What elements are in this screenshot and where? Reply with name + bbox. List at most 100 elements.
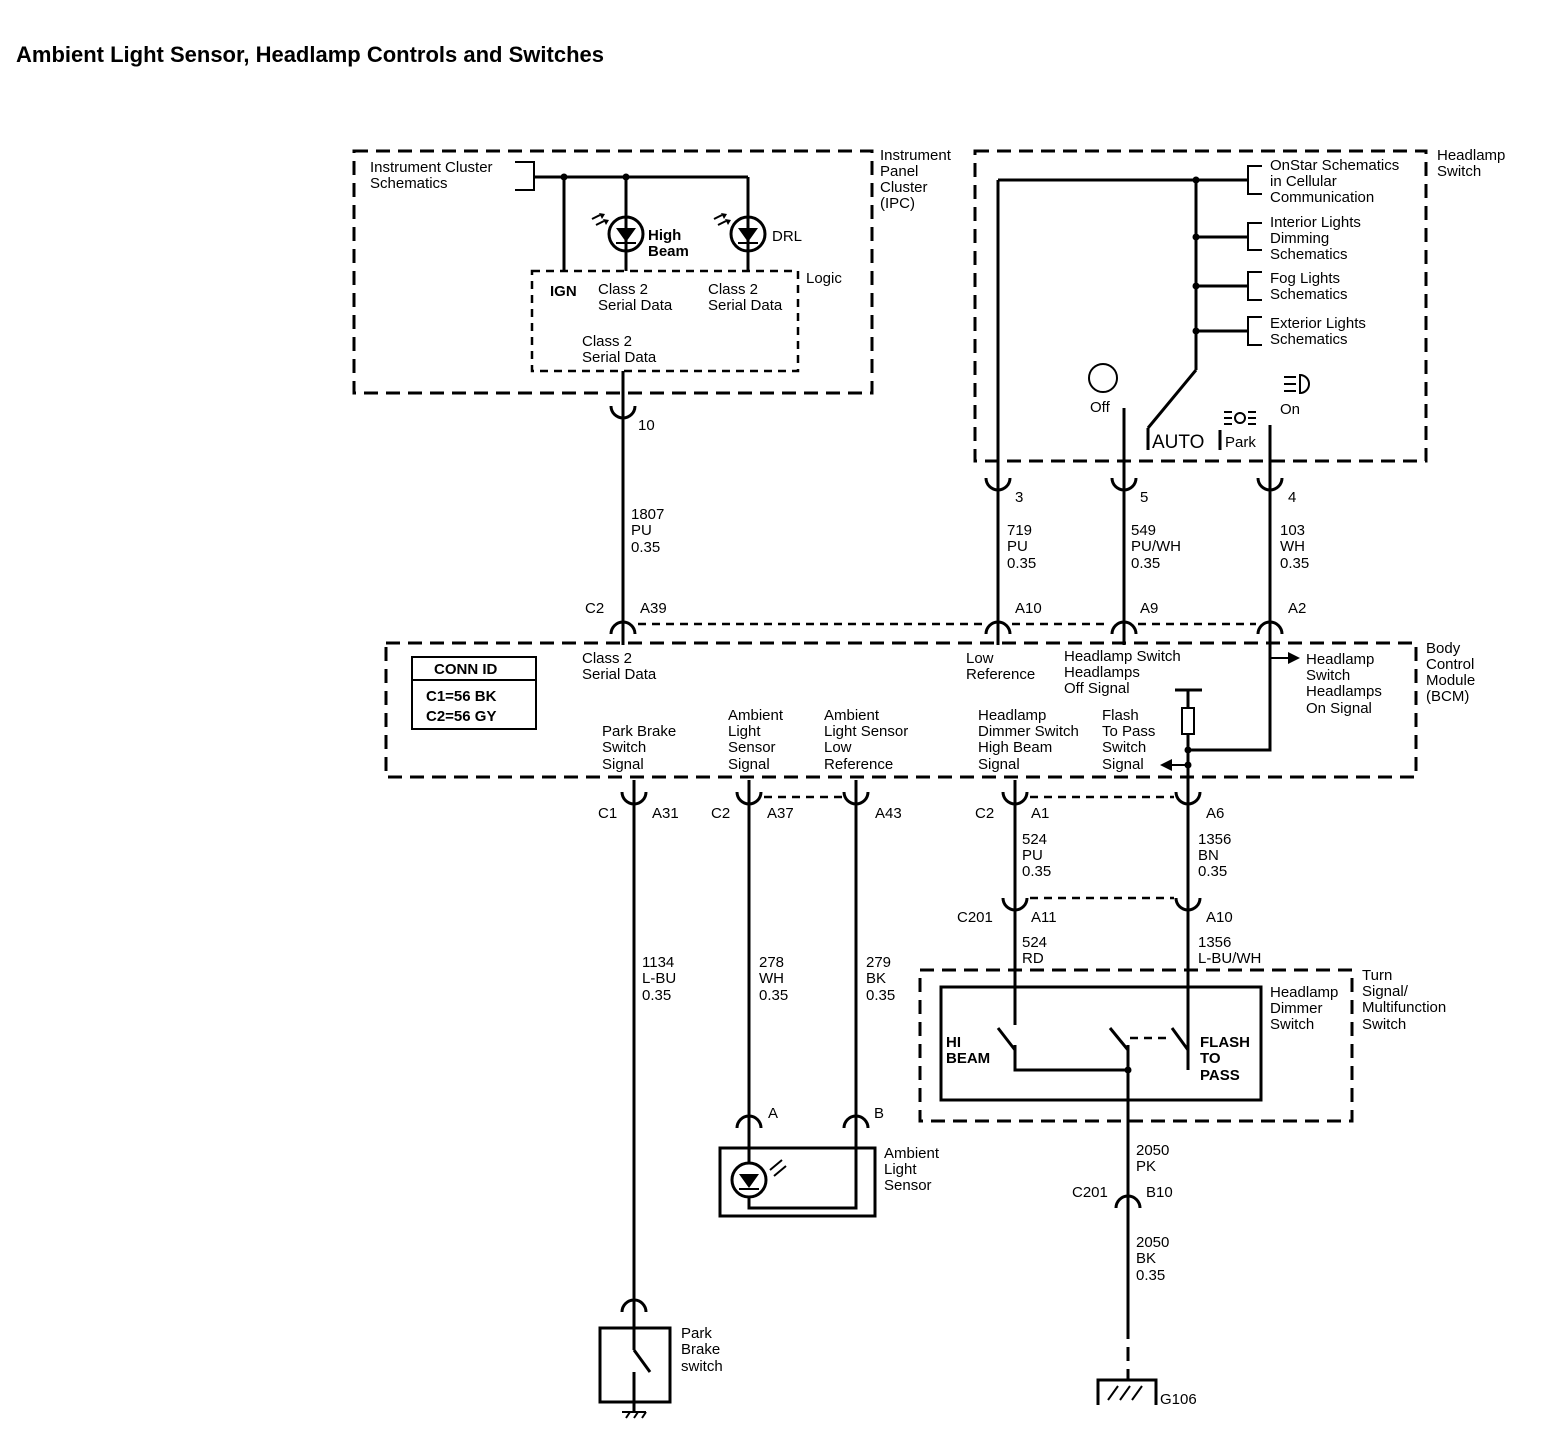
wire-279-gauge: 0.35: [866, 987, 895, 1004]
high-beam-label-2: Beam: [648, 243, 689, 260]
sensor-pin-b: B: [874, 1105, 884, 1122]
bcm-park-brake: Park Brake: [602, 723, 676, 740]
hs-pin-4: 4: [1288, 489, 1296, 506]
wire-2050bk-gauge: 0.35: [1136, 1267, 1165, 1284]
wire-2050bk-circuit: 2050: [1136, 1234, 1169, 1251]
ambient-light-sensor: [718, 1114, 877, 1218]
turn-switch-title-2: Signal/: [1362, 983, 1409, 1000]
wire-1356bn-gauge: 0.35: [1198, 863, 1227, 880]
wire-2050pk-circuit: 2050: [1136, 1142, 1169, 1159]
switch-park-label: Park: [1225, 434, 1256, 451]
bcm-als-low-3: Low: [824, 739, 852, 756]
wire-719-color: PU: [1007, 538, 1028, 555]
ref-exterior-2: Schematics: [1270, 331, 1348, 348]
bcm-hs-off-3: Off Signal: [1064, 680, 1130, 697]
cluster-schematics-label-2: Schematics: [370, 175, 448, 192]
conn-c2-top: C2: [585, 600, 604, 617]
sensor-title-3: Sensor: [884, 1177, 932, 1194]
dimmer-switch-label-3: Switch: [1270, 1016, 1314, 1033]
ref-onstar-2: in Cellular: [1270, 173, 1337, 190]
wire-103-circuit: 103: [1280, 522, 1305, 539]
pin-a37: A37: [767, 805, 794, 822]
ipc-title-2: Panel: [880, 163, 918, 180]
conn-c2-bottom-a: C2: [711, 805, 730, 822]
headlamp-switch-module: [973, 149, 1428, 470]
wire-279-color: BK: [866, 970, 886, 987]
ref-interior: Interior Lights: [1270, 214, 1361, 231]
pin-a9: A9: [1140, 600, 1158, 617]
ref-onstar: OnStar Schematics: [1270, 157, 1399, 174]
class2-c-label-2: Serial Data: [582, 349, 657, 366]
bcm-title: Body: [1426, 640, 1461, 657]
bcm-ftp-3: Switch: [1102, 739, 1146, 756]
bcm-hs-on-3: Headlamps: [1306, 683, 1382, 700]
pin-a10: A10: [1015, 600, 1042, 617]
ipc-pin-10: 10: [638, 417, 655, 434]
svg-text:Instrument: Instrument: [880, 147, 952, 164]
bcm-module: [384, 620, 1418, 806]
conn-id-row-2: C2=56 GY: [426, 708, 496, 725]
bcm-als-signal-4: Signal: [728, 756, 770, 773]
flash-to-pass-label-3: PASS: [1200, 1067, 1240, 1084]
bcm-class2: Class 2: [582, 650, 632, 667]
c201-label-top: C201: [957, 909, 993, 926]
wire-524pu-color: PU: [1022, 847, 1043, 864]
hi-beam-label-2: BEAM: [946, 1050, 990, 1067]
wire-278-color: WH: [759, 970, 784, 987]
bcm-hs-on-2: Switch: [1306, 667, 1350, 684]
bcm-dimmer-hb-4: Signal: [978, 756, 1020, 773]
bcm-ftp-4: Signal: [1102, 756, 1144, 773]
bcm-class2-2: Serial Data: [582, 666, 657, 683]
bcm-als-signal: Ambient: [728, 707, 784, 724]
logic-label: Logic: [806, 270, 842, 287]
bcm-ftp: Flash: [1102, 707, 1139, 724]
ref-fog: Fog Lights: [1270, 270, 1340, 287]
switch-auto-label: AUTO: [1152, 432, 1204, 453]
wire-549-color: PU/WH: [1131, 538, 1181, 555]
bcm-als-low: Ambient: [824, 707, 880, 724]
ign-label: IGN: [550, 283, 577, 300]
wire-549-gauge: 0.35: [1131, 555, 1160, 572]
wire-279-circuit: 279: [866, 954, 891, 971]
wire-1356bn-circuit: 1356: [1198, 831, 1231, 848]
wire-524pu-gauge: 0.35: [1022, 863, 1051, 880]
wire-1356lbu-circuit: 1356: [1198, 934, 1231, 951]
park-lamp-icon: [1224, 411, 1256, 425]
class2-a-label: Class 2: [598, 281, 648, 298]
turn-switch-title: Turn: [1362, 967, 1392, 984]
wire-719-circuit: 719: [1007, 522, 1032, 539]
pin-a39: A39: [640, 600, 667, 617]
park-brake-title: Park: [681, 1325, 712, 1342]
photodiode-icon: [730, 1148, 787, 1208]
park-brake-title-3: switch: [681, 1358, 723, 1375]
flash-to-pass-label: FLASH: [1200, 1034, 1250, 1051]
sensor-pin-a: A: [768, 1105, 778, 1122]
bcm-title-3: Module: [1426, 672, 1475, 689]
headlamp-switch-title: Headlamp: [1437, 147, 1505, 164]
flash-to-pass-label-2: TO: [1200, 1050, 1221, 1067]
ipc-title: Instrument: [880, 147, 952, 164]
conn-id-row-1: C1=56 BK: [426, 688, 497, 705]
bcm-hs-on-4: On Signal: [1306, 700, 1372, 717]
ipc-module: [352, 149, 874, 402]
ground-label: G106: [1160, 1391, 1197, 1408]
bcm-ftp-2: To Pass: [1102, 723, 1155, 740]
switch-on-label: On: [1280, 401, 1300, 418]
ref-interior-2: Dimming: [1270, 230, 1329, 247]
conn-id-table: [411, 656, 537, 730]
bcm-hs-off-2: Headlamps: [1064, 664, 1140, 681]
pin-c201-a10: A10: [1206, 909, 1233, 926]
class2-b-label: Class 2: [708, 281, 758, 298]
wire-278-circuit: 278: [759, 954, 784, 971]
off-icon: [1088, 363, 1118, 393]
bcm-als-low-4: Reference: [824, 756, 893, 773]
drl-label: DRL: [772, 228, 802, 245]
wire-103-color: WH: [1280, 538, 1305, 555]
wire-2050pk-color: PK: [1136, 1158, 1156, 1175]
bcm-title-4: (BCM): [1426, 688, 1469, 705]
pin-a11: A11: [1031, 909, 1057, 926]
bcm-park-brake-3: Signal: [602, 756, 644, 773]
ground-icon: [1096, 1378, 1158, 1405]
wire-278-gauge: 0.35: [759, 987, 788, 1004]
